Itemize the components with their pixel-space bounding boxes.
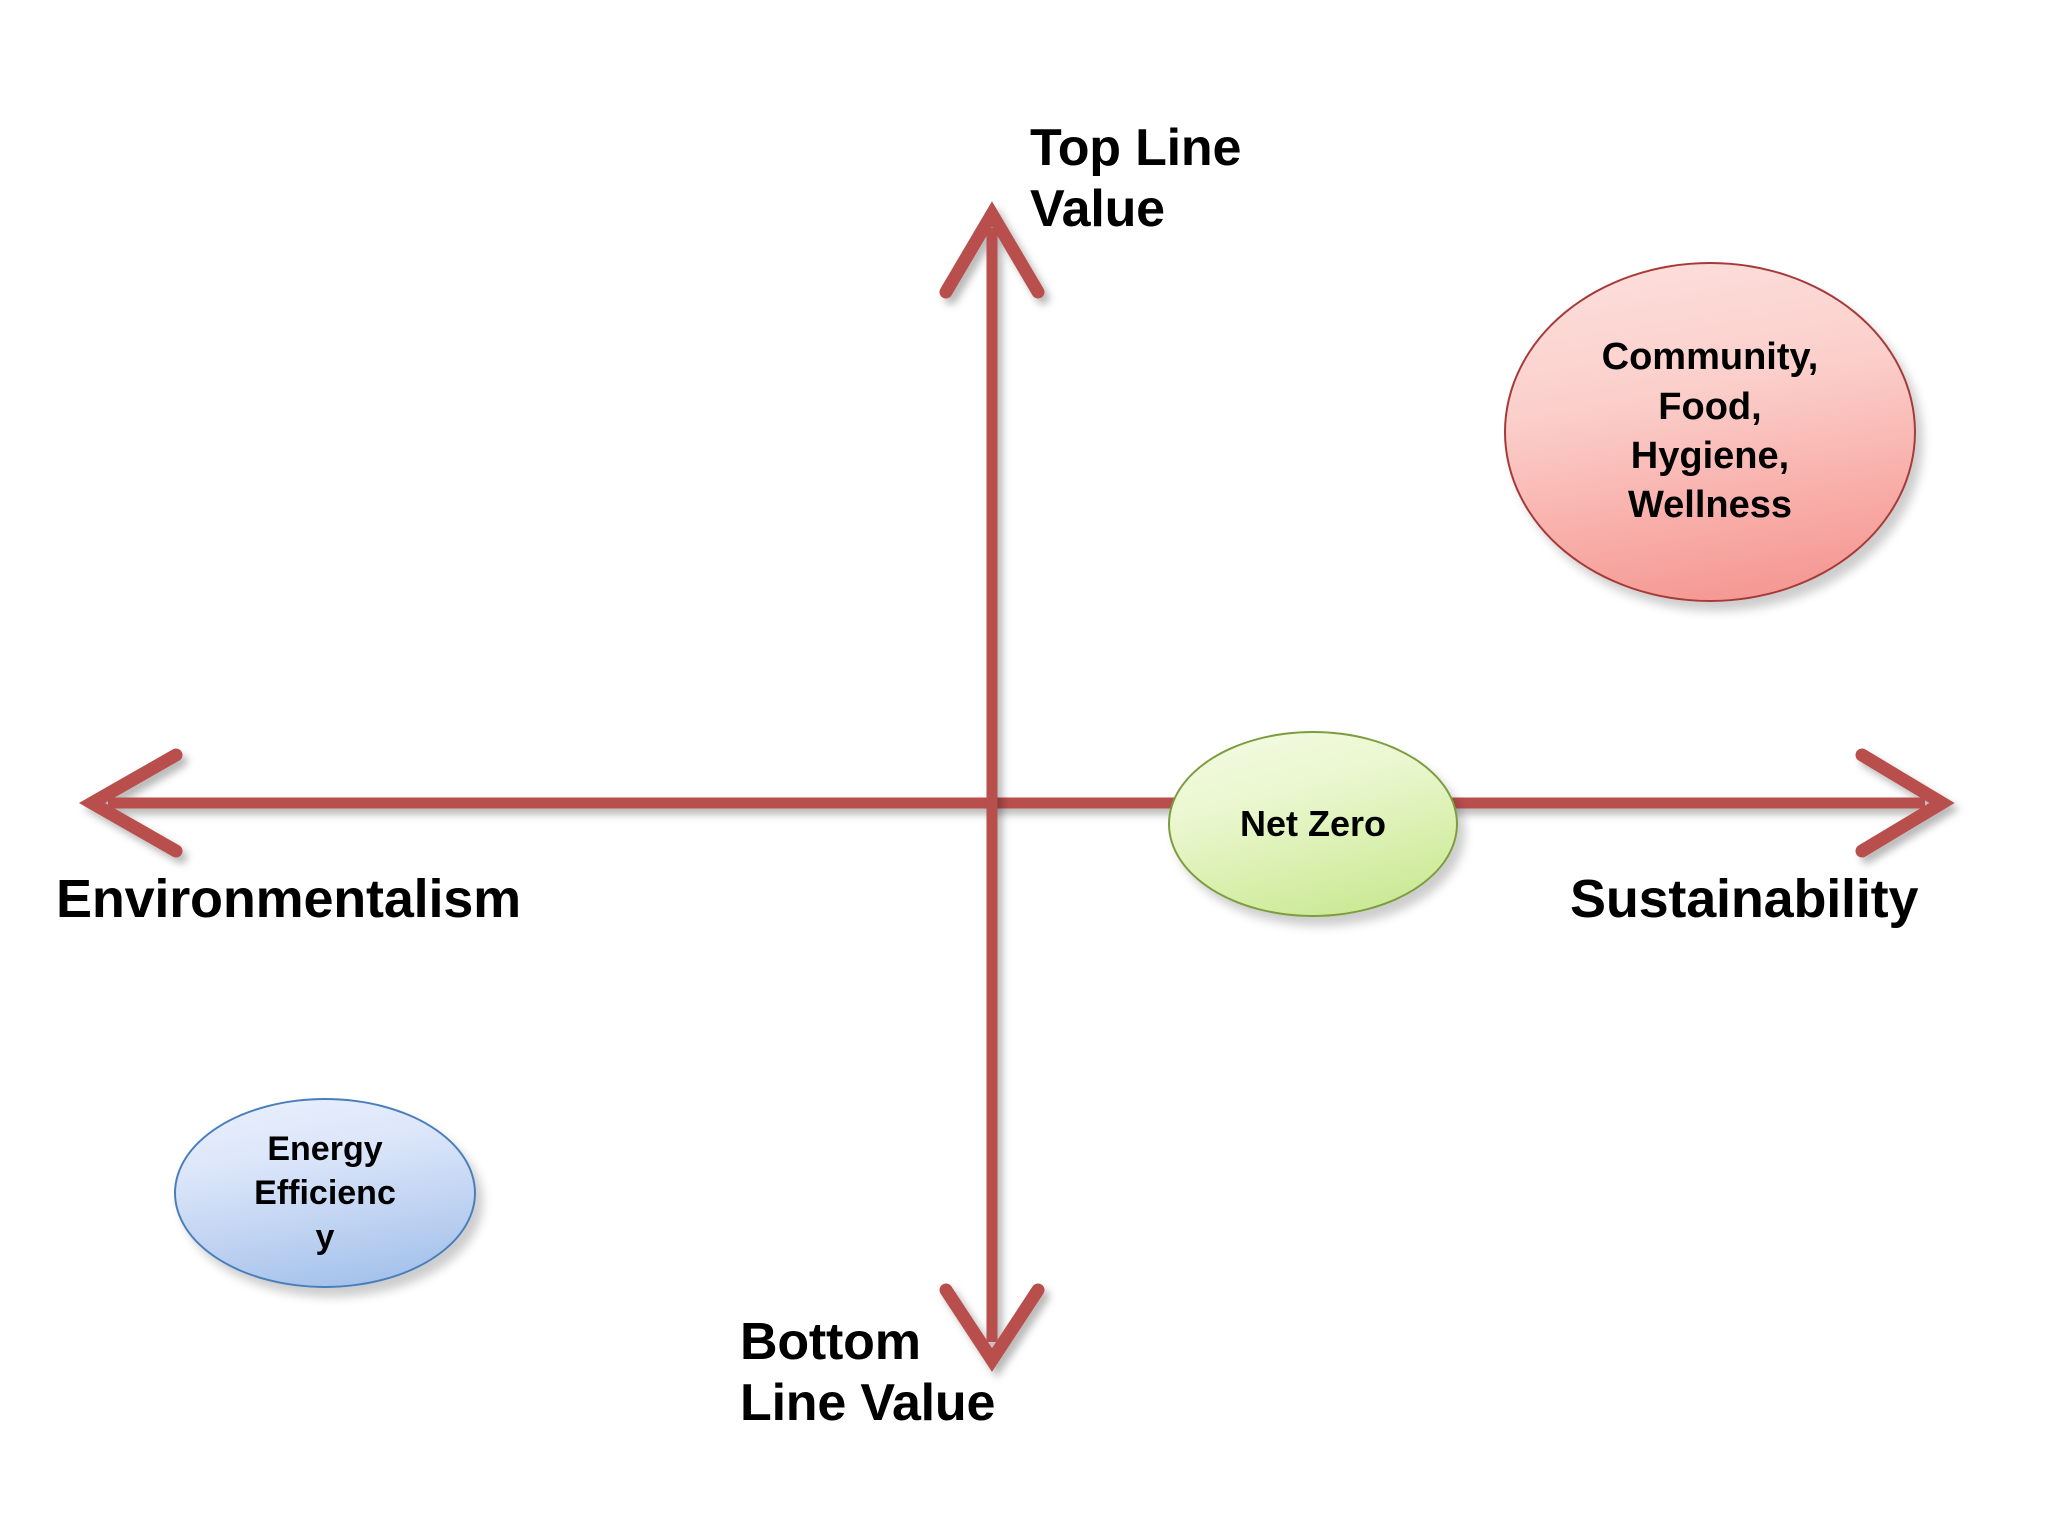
axis-label-sustainability: Sustainability	[1570, 869, 1919, 929]
bubble-community-label: Community, Food, Hygiene, Wellness	[1601, 336, 1819, 527]
axis-label-environmentalism: Environmentalism	[56, 869, 521, 929]
vertical-axis	[939, 201, 1045, 1372]
bubble-net-zero[interactable]: Net Zero	[1168, 731, 1458, 917]
bubble-energy-efficiency-label: Energy Efficienc y	[254, 1129, 396, 1257]
up-arrowhead-icon	[939, 201, 1045, 299]
axis-label-bottom-line-value: Bottom Line Value	[740, 1313, 996, 1433]
horizontal-axis	[78, 748, 1955, 858]
bubble-net-zero-label: Net Zero	[1239, 802, 1387, 844]
bubble-community-food-hygiene-wellness[interactable]: Community, Food, Hygiene, Wellness	[1504, 262, 1916, 602]
axis-label-top-line-value: Top Line Value	[1030, 119, 1242, 239]
bubble-energy-efficiency[interactable]: Energy Efficienc y	[174, 1098, 476, 1288]
right-arrowhead-icon	[1855, 748, 1955, 858]
left-arrowhead-icon	[78, 748, 183, 858]
